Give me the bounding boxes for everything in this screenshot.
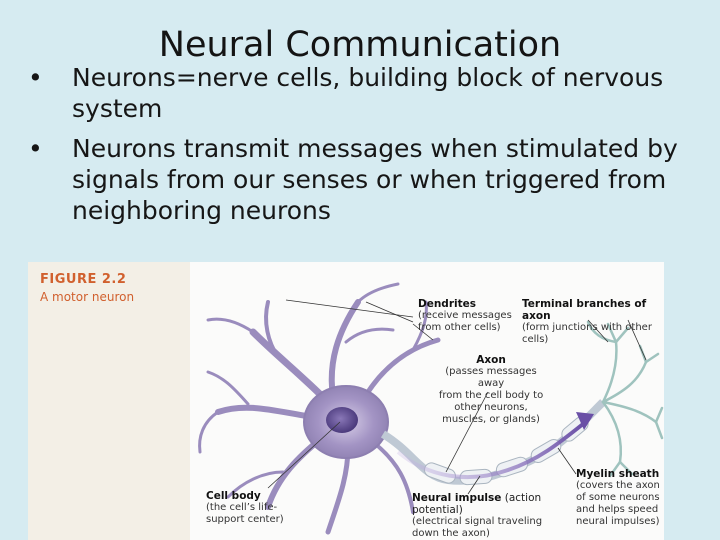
nucleus <box>326 407 358 433</box>
axon-terminals <box>586 320 664 478</box>
label-myelin-sheath: Myelin sheath (covers the axon of some n… <box>576 468 660 527</box>
figure-caption-panel <box>28 262 190 540</box>
motor-neuron-figure: FIGURE 2.2 A motor neuron <box>28 262 664 540</box>
bullet-dot-icon: • <box>28 63 43 92</box>
motor-neuron-illustration <box>198 282 664 535</box>
label-axon: Axon (passes messages away from the cell… <box>438 354 544 425</box>
neural-impulse-arrow <box>396 422 585 480</box>
bullet-text: Neurons transmit messages when stimulate… <box>72 134 678 225</box>
label-neural-impulse: Neural impulse (action potential) (elect… <box>412 492 543 539</box>
figure-caption: A motor neuron <box>40 290 135 304</box>
label-cell-body: Cell body (the cell’s life- support cent… <box>206 490 284 525</box>
figure-number: FIGURE 2.2 <box>40 272 127 287</box>
bullet-item: • Neurons transmit messages when stimulat… <box>26 133 706 226</box>
label-terminal-branches: Terminal branches of axon (form junction… <box>522 298 652 345</box>
bullet-item: • Neurons=nerve cells, building block of … <box>26 62 706 124</box>
bullet-text: Neurons=nerve cells, building block of n… <box>72 63 664 123</box>
bullet-list: • Neurons=nerve cells, building block of … <box>26 62 706 235</box>
arrow-head-icon <box>576 412 594 430</box>
bullet-dot-icon: • <box>28 134 43 163</box>
slide-title: Neural Communication <box>158 25 562 65</box>
label-dendrites: Dendrites (receive messages from other c… <box>418 298 512 333</box>
leader-lines <box>267 299 647 495</box>
